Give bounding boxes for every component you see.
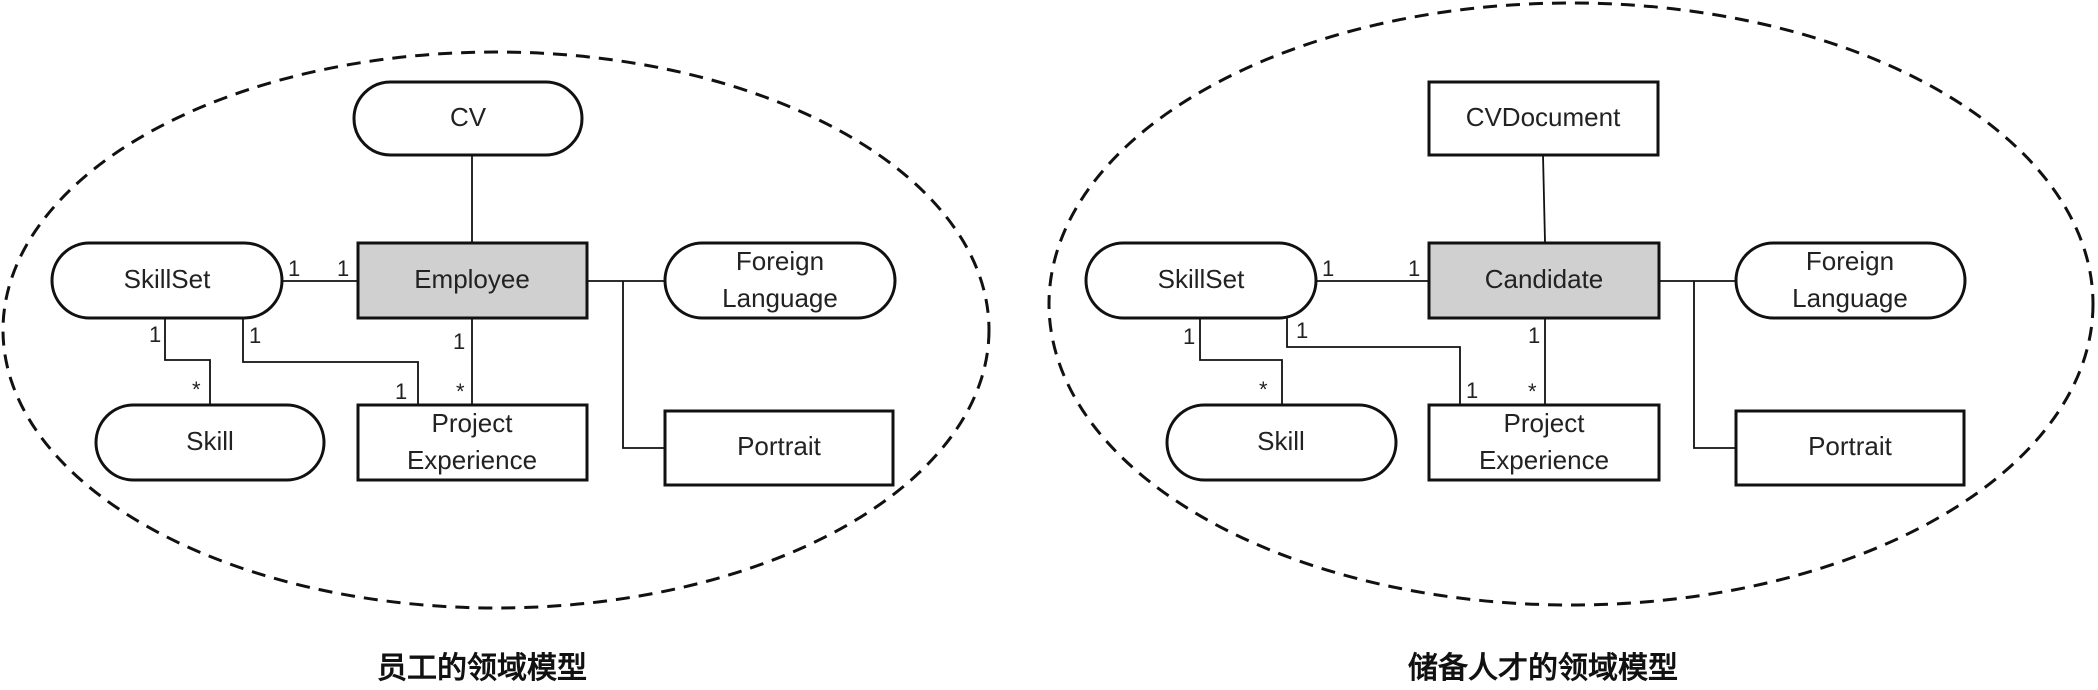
multiplicity-skillset-employee-b: 1 — [337, 256, 349, 281]
portrait-label: Portrait — [737, 431, 822, 461]
foreign-language-label-line1: Foreign — [736, 246, 824, 276]
cv-label: CV — [450, 102, 487, 132]
multiplicity-skillset-candidate-a: 1 — [1322, 256, 1334, 281]
candidate-bounded-context-boundary — [1047, 1, 2095, 607]
edge-skillset-skill — [164, 318, 211, 405]
foreign-language-label-line1: Foreign — [1806, 246, 1894, 276]
skillset-node: SkillSet — [1084, 241, 1318, 320]
project-experience-label-line1: Project — [1504, 408, 1586, 438]
multiplicity-candidate-project-a: 1 — [1528, 323, 1540, 348]
multiplicity-employee-project-b: * — [456, 379, 465, 404]
skillset-label: SkillSet — [1158, 264, 1245, 294]
multiplicity-candidate-project-b: * — [1528, 379, 1537, 404]
project-experience-node: Project Experience — [1427, 403, 1661, 482]
skill-label: Skill — [186, 426, 234, 456]
foreign-language-label-line2: Language — [722, 283, 838, 313]
cvdocument-node: CVDocument — [1427, 80, 1660, 157]
multiplicity-skillset-employee-a: 1 — [288, 256, 300, 281]
employee-node: Employee — [356, 241, 589, 320]
portrait-label: Portrait — [1808, 431, 1893, 461]
skill-node: Skill — [94, 403, 326, 482]
edge-candidate-portrait — [1693, 281, 1736, 449]
skill-node: Skill — [1165, 403, 1398, 482]
project-experience-label-line2: Experience — [407, 445, 537, 475]
cvdocument-label: CVDocument — [1466, 102, 1621, 132]
multiplicity-skillset-skill-a: 1 — [1183, 324, 1195, 349]
employee-domain-model: CV SkillSet Employee Foreign Language Sk… — [1, 50, 991, 686]
multiplicity-skillset-skill-a: 1 — [149, 322, 161, 347]
employee-label: Employee — [414, 264, 530, 294]
multiplicity-skillset-candidate-b: 1 — [1408, 256, 1420, 281]
candidate-domain-model: CVDocument SkillSet Candidate Foreign La… — [1047, 1, 2095, 686]
multiplicity-skillset-project-b: 1 — [395, 379, 407, 404]
multiplicity-skillset-skill-b: * — [1259, 377, 1268, 402]
project-experience-label-line2: Experience — [1479, 445, 1609, 475]
candidate-model-caption: 储备人才的领域模型 — [1408, 651, 1678, 686]
skill-label: Skill — [1257, 426, 1305, 456]
candidate-node: Candidate — [1427, 241, 1661, 320]
employee-bounded-context-boundary — [1, 50, 991, 610]
edge-skillset-skill — [1199, 318, 1283, 405]
multiplicity-skillset-project-a: 1 — [1296, 318, 1308, 343]
edge-skillset-project — [242, 318, 419, 405]
skillset-node: SkillSet — [50, 241, 284, 320]
edge-cvdocument-candidate — [1542, 154, 1546, 243]
multiplicity-skillset-skill-b: * — [192, 377, 201, 402]
multiplicity-employee-project-a: 1 — [453, 329, 465, 354]
foreign-language-label-line2: Language — [1792, 283, 1908, 313]
skillset-label: SkillSet — [124, 264, 211, 294]
edge-employee-portrait — [622, 281, 665, 449]
portrait-node: Portrait — [1734, 409, 1966, 487]
foreign-language-node: Foreign Language — [663, 241, 897, 320]
multiplicity-skillset-project-b: 1 — [1466, 378, 1478, 403]
employee-model-caption: 员工的领域模型 — [377, 651, 587, 686]
edge-skillset-project — [1286, 318, 1461, 405]
candidate-label: Candidate — [1485, 264, 1604, 294]
foreign-language-node: Foreign Language — [1734, 241, 1967, 320]
multiplicity-skillset-project-a: 1 — [249, 323, 261, 348]
project-experience-node: Project Experience — [356, 403, 589, 482]
project-experience-label-line1: Project — [432, 408, 514, 438]
cv-node: CV — [352, 80, 584, 157]
portrait-node: Portrait — [663, 409, 895, 487]
